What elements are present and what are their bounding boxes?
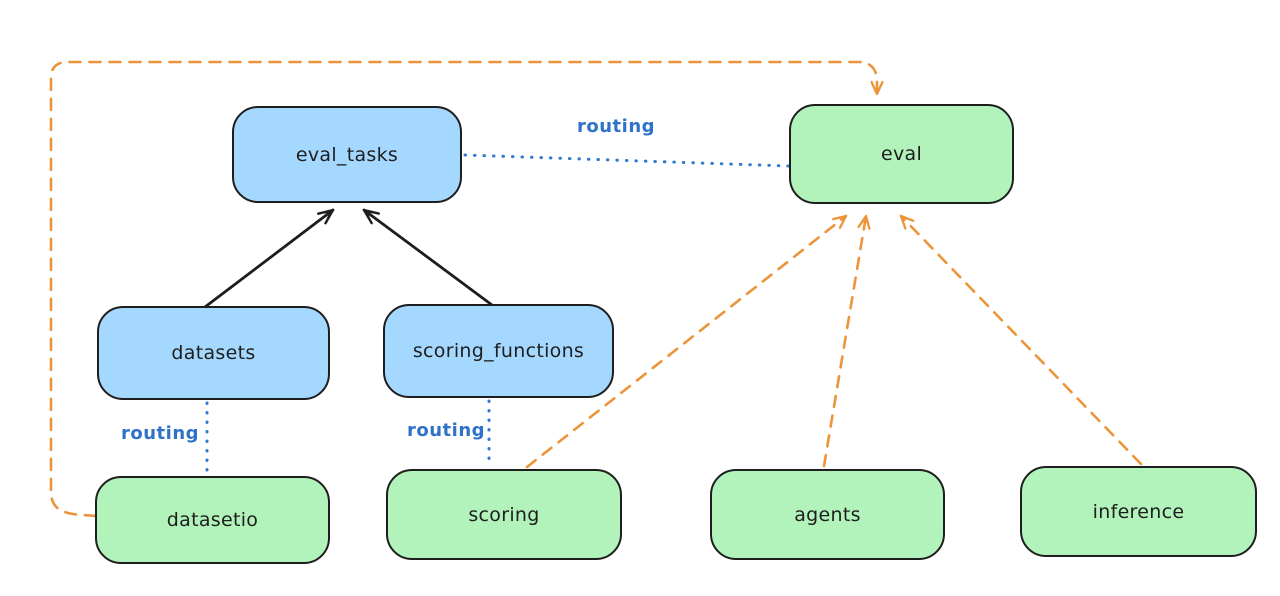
node-datasetio-label: datasetio (166, 509, 259, 531)
node-datasetio: datasetio (95, 476, 330, 564)
edge-inference-eval (899, 214, 1143, 466)
edge-label-routing-top: routing (577, 116, 656, 137)
node-eval-label: eval (880, 143, 923, 165)
edge-scoring-eval (525, 214, 848, 469)
node-eval-tasks: eval_tasks (232, 106, 462, 203)
edge-label-routing-left: routing (121, 423, 200, 444)
edge-datasetio-eval (49, 60, 884, 518)
node-scoring: scoring (386, 469, 622, 560)
edge-agents-eval (822, 214, 871, 468)
node-scoring-functions-label: scoring_functions (412, 340, 585, 362)
node-agents-label: agents (794, 503, 861, 526)
edge-eval_tasks-eval-routing (463, 153, 790, 168)
node-agents: agents (710, 469, 945, 560)
node-datasets: datasets (97, 306, 330, 400)
node-inference: inference (1020, 466, 1257, 557)
node-eval: eval (789, 104, 1014, 204)
node-eval-tasks-label: eval_tasks (295, 143, 399, 166)
edge-datasets-eval_tasks (203, 208, 335, 309)
edge-scoring_functions-eval_tasks (362, 208, 494, 307)
node-datasets-label: datasets (171, 342, 256, 364)
edge-label-routing-mid: routing (407, 420, 486, 441)
node-scoring-label: scoring (468, 503, 540, 526)
node-inference-label: inference (1092, 500, 1185, 523)
node-scoring-functions: scoring_functions (383, 304, 614, 398)
